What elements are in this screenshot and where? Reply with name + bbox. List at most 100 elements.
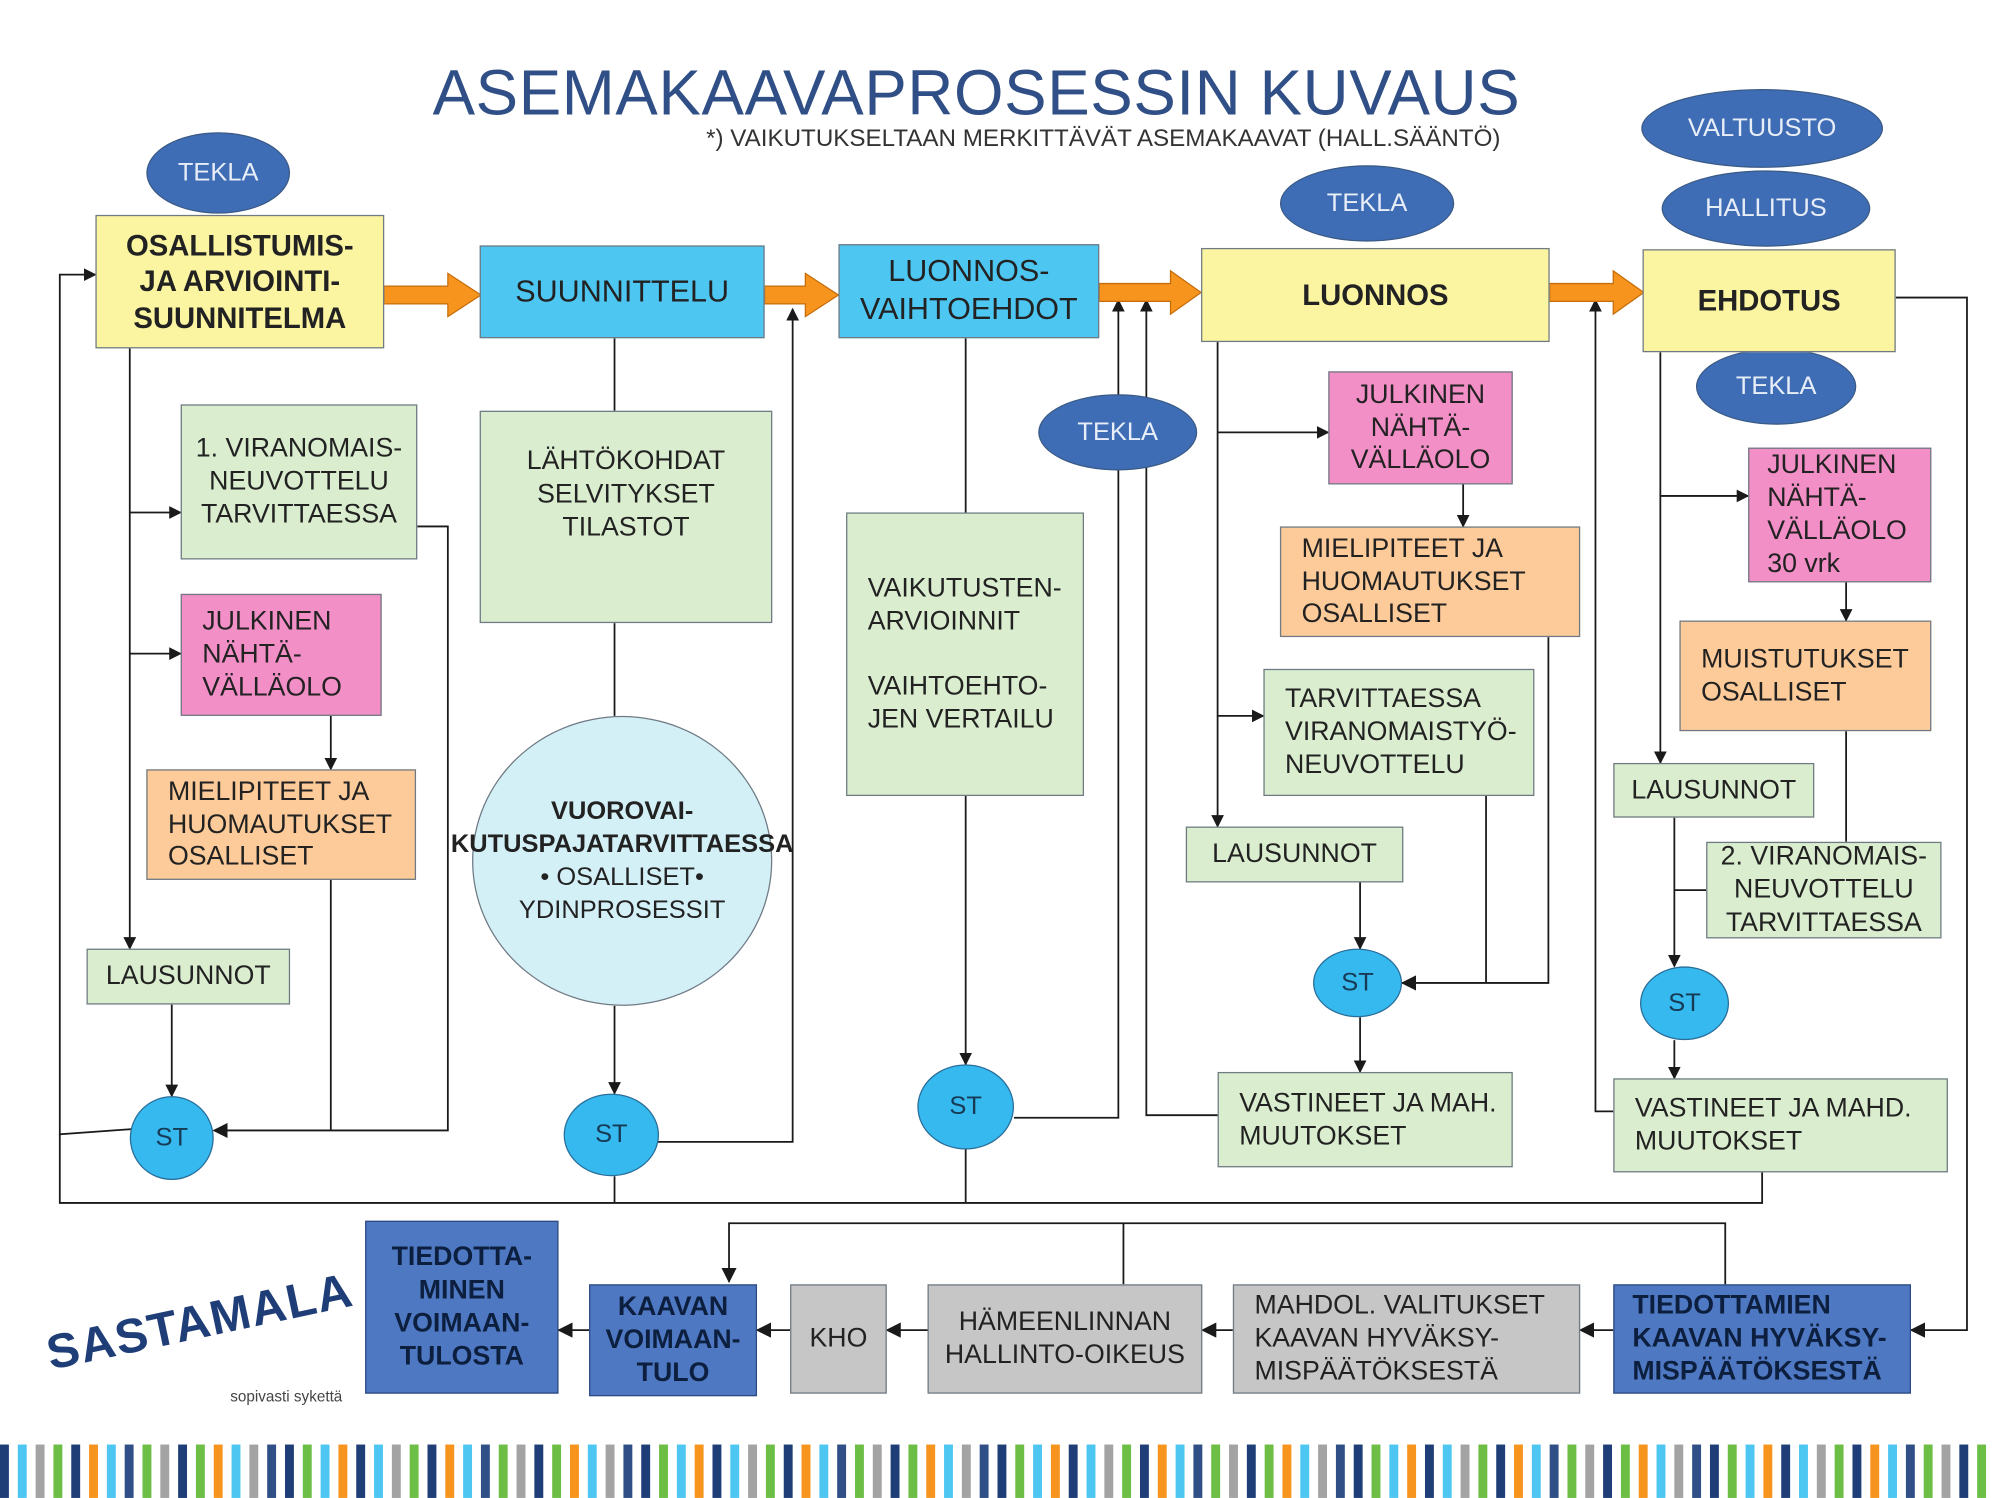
- lausunnot-1: LAUSUNNOT: [86, 948, 291, 1005]
- stripe: [409, 1444, 419, 1498]
- stripe: [1229, 1444, 1238, 1498]
- text-line: LAUSUNNOT: [1212, 839, 1377, 869]
- diagram-subtitle: *) VAIKUTUKSELTAAN MERKITTÄVÄT ASEMAKAAV…: [706, 125, 1501, 153]
- stripe: [801, 1444, 811, 1498]
- stripe: [534, 1444, 544, 1498]
- text-line: VOIMAAN-: [394, 1308, 530, 1338]
- stripe: [1870, 1444, 1880, 1498]
- stripe: [1781, 1444, 1791, 1498]
- text-line: NÄHTÄ-: [1767, 483, 1867, 513]
- text-line: OSALLISTUMIS-: [126, 228, 354, 263]
- stripe: [1567, 1444, 1577, 1498]
- st-node-1: ST: [129, 1096, 214, 1181]
- stripe: [694, 1444, 704, 1498]
- text-line: KAAVAN HYVÄKSY-: [1632, 1323, 1887, 1354]
- st-node-3: ST: [917, 1064, 1015, 1150]
- text-line: VUOROVAI-: [551, 797, 694, 826]
- text-line: SUUNNITTELU: [515, 274, 730, 309]
- tekla-oval-3: TEKLA: [1038, 394, 1198, 471]
- stripe: [516, 1444, 526, 1498]
- stripe: [1620, 1444, 1630, 1498]
- text-line: KAAVAN: [617, 1292, 729, 1322]
- stripe: [765, 1444, 775, 1498]
- stripe: [267, 1444, 277, 1498]
- stripe: [1086, 1444, 1096, 1498]
- diagram-title: ASEMAKAAVAPROSESSIN KUVAUS: [432, 57, 1521, 129]
- stripe: [730, 1444, 740, 1498]
- stripe: [1834, 1444, 1844, 1498]
- stripe: [819, 1444, 829, 1498]
- stripe: [1318, 1444, 1328, 1498]
- text-line: NÄHTÄ-: [202, 639, 302, 669]
- stripe: [659, 1444, 668, 1498]
- stripe: [1407, 1444, 1417, 1498]
- stage-osallistumis: OSALLISTUMIS-JA ARVIOINTI-SUUNNITELMA: [95, 214, 385, 349]
- stripe: [1549, 1444, 1559, 1498]
- stripe: [1157, 1444, 1167, 1498]
- stripe: [1638, 1444, 1648, 1498]
- text-line: VASTINEET JA MAHD.: [1634, 1093, 1912, 1124]
- stripe: [1050, 1444, 1060, 1498]
- text-line: VASTINEET JA MAH.: [1239, 1088, 1497, 1118]
- stripe: [641, 1444, 651, 1498]
- stripe: [1246, 1444, 1256, 1498]
- text-line: [868, 638, 875, 671]
- stage-luonnosvaihtoehdot: LUONNOS-VAIHTOEHDOT: [838, 244, 1100, 339]
- stripe: [1389, 1444, 1399, 1498]
- stripe: [35, 1444, 45, 1498]
- stage-ehdotus: EHDOTUS: [1642, 249, 1896, 353]
- stripe: [1674, 1444, 1684, 1498]
- text-line: LAUSUNNOT: [1631, 775, 1797, 805]
- stripe: [997, 1444, 1007, 1498]
- text-line: TIEDOTTAMIEN: [1632, 1290, 1831, 1321]
- text-line: • YDINPROSESSIT: [518, 863, 726, 925]
- stripe: [213, 1444, 223, 1498]
- text-line: TARVITTAESSA: [1725, 907, 1922, 938]
- stripe: [1656, 1444, 1666, 1498]
- vastineet-2: VASTINEET JA MAHD.MUUTOKSET: [1613, 1078, 1948, 1173]
- stripe: [1139, 1444, 1149, 1498]
- stripe: [391, 1444, 401, 1498]
- stripe: [1371, 1444, 1381, 1498]
- text-line: HALLINTO-OIKEUS: [944, 1340, 1185, 1370]
- text-line: MISPÄÄTÖKSESTÄ: [1254, 1356, 1498, 1386]
- text-line: 1. VIRANOMAIS-: [195, 433, 403, 464]
- stripe: [1709, 1444, 1719, 1498]
- stripe: [1816, 1444, 1826, 1498]
- text-line: SELVITYKSET: [537, 479, 715, 509]
- text-line: KAAVAN HYVÄKSY-: [1254, 1323, 1500, 1354]
- stripe: [1923, 1444, 1933, 1498]
- text-line: MISPÄÄTÖKSESTÄ: [1632, 1356, 1882, 1386]
- text-line: OSALLISET: [1701, 677, 1847, 707]
- stripe: [1852, 1444, 1862, 1498]
- stripe: [1460, 1444, 1470, 1498]
- st-node-4: ST: [1313, 948, 1403, 1018]
- sastamala-logo: SASTAMALA sopivasti sykettä: [42, 1264, 371, 1424]
- text-line: NEUVOTTELU: [1285, 750, 1465, 780]
- vuorovaikutuspaja-title: VUOROVAI-KUTUSPAJATARVITTAESSA: [451, 795, 794, 861]
- stripe: [463, 1444, 473, 1498]
- stripe: [427, 1444, 437, 1498]
- text-line: JULKINEN: [202, 606, 332, 637]
- stripe: [106, 1444, 116, 1498]
- stripe: [1977, 1444, 1987, 1498]
- logo-tagline: sopivasti sykettä: [230, 1387, 343, 1406]
- stripe: [53, 1444, 63, 1498]
- decorative-stripe-band: [0, 1444, 1995, 1498]
- stripe: [944, 1444, 953, 1498]
- stripe: [1424, 1444, 1434, 1498]
- text-line: HUOMAUTUKSET: [167, 809, 393, 839]
- text-line: TULOSTA: [399, 1341, 524, 1371]
- text-line: • OSALLISET: [540, 863, 695, 892]
- hallitus-oval: HALLITUS: [1661, 170, 1871, 247]
- text-line: MINEN: [418, 1275, 505, 1305]
- stripe: [783, 1444, 793, 1498]
- text-line: TULO: [636, 1357, 710, 1388]
- text-line: VAIHTOEHTO-: [867, 671, 1048, 702]
